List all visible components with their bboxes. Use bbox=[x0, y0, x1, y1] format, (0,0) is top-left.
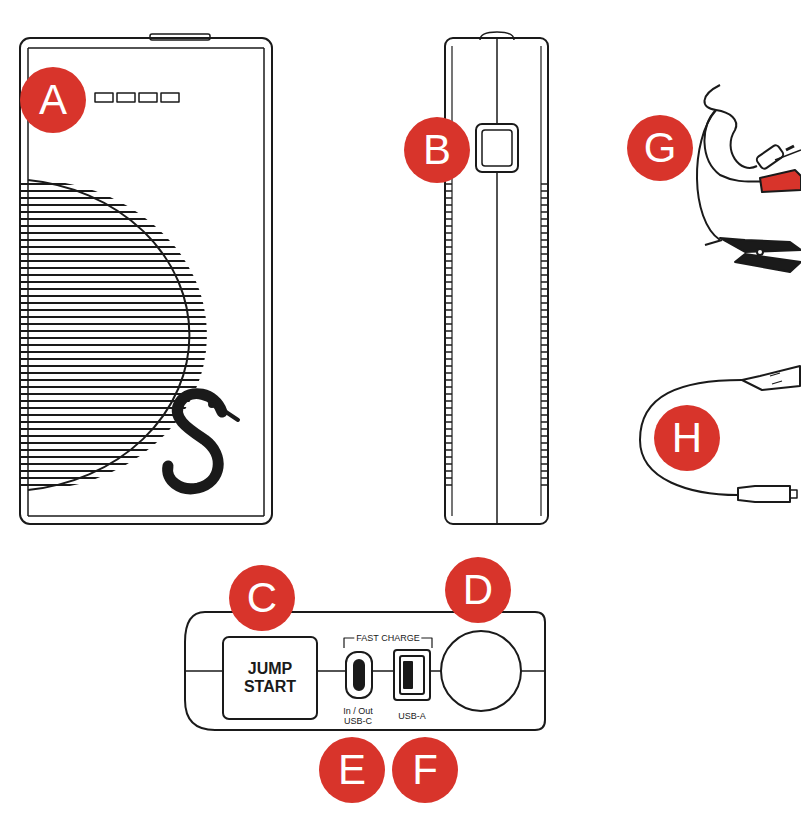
callout-letter: G bbox=[627, 115, 693, 181]
usb-c-port bbox=[346, 652, 372, 698]
callout-letter: C bbox=[229, 565, 295, 631]
port-label: USB-A bbox=[396, 711, 428, 721]
callout-letter: A bbox=[20, 67, 86, 133]
usb-cable bbox=[640, 366, 800, 502]
port-group-label: FAST CHARGE bbox=[354, 633, 421, 643]
power-button bbox=[476, 124, 518, 172]
bottom-housing bbox=[185, 612, 545, 730]
jump-start-button: JUMP START bbox=[222, 636, 318, 720]
jumper-cable bbox=[697, 85, 801, 272]
snake-logo bbox=[168, 394, 222, 489]
callout-letter: H bbox=[654, 405, 720, 471]
callout-letter: D bbox=[445, 557, 511, 623]
side-vents bbox=[446, 184, 547, 485]
port-label: In / Out USB-C bbox=[336, 706, 380, 727]
callout-letter: B bbox=[404, 117, 470, 183]
front-housing bbox=[20, 38, 272, 524]
button-label: JUMP START bbox=[224, 660, 316, 697]
usb-a-port bbox=[394, 650, 430, 700]
callout-letter: E bbox=[319, 737, 385, 803]
side-housing bbox=[445, 38, 548, 524]
vent-grille bbox=[20, 184, 215, 485]
callout-letter: F bbox=[392, 737, 458, 803]
clamp-port bbox=[441, 631, 521, 711]
